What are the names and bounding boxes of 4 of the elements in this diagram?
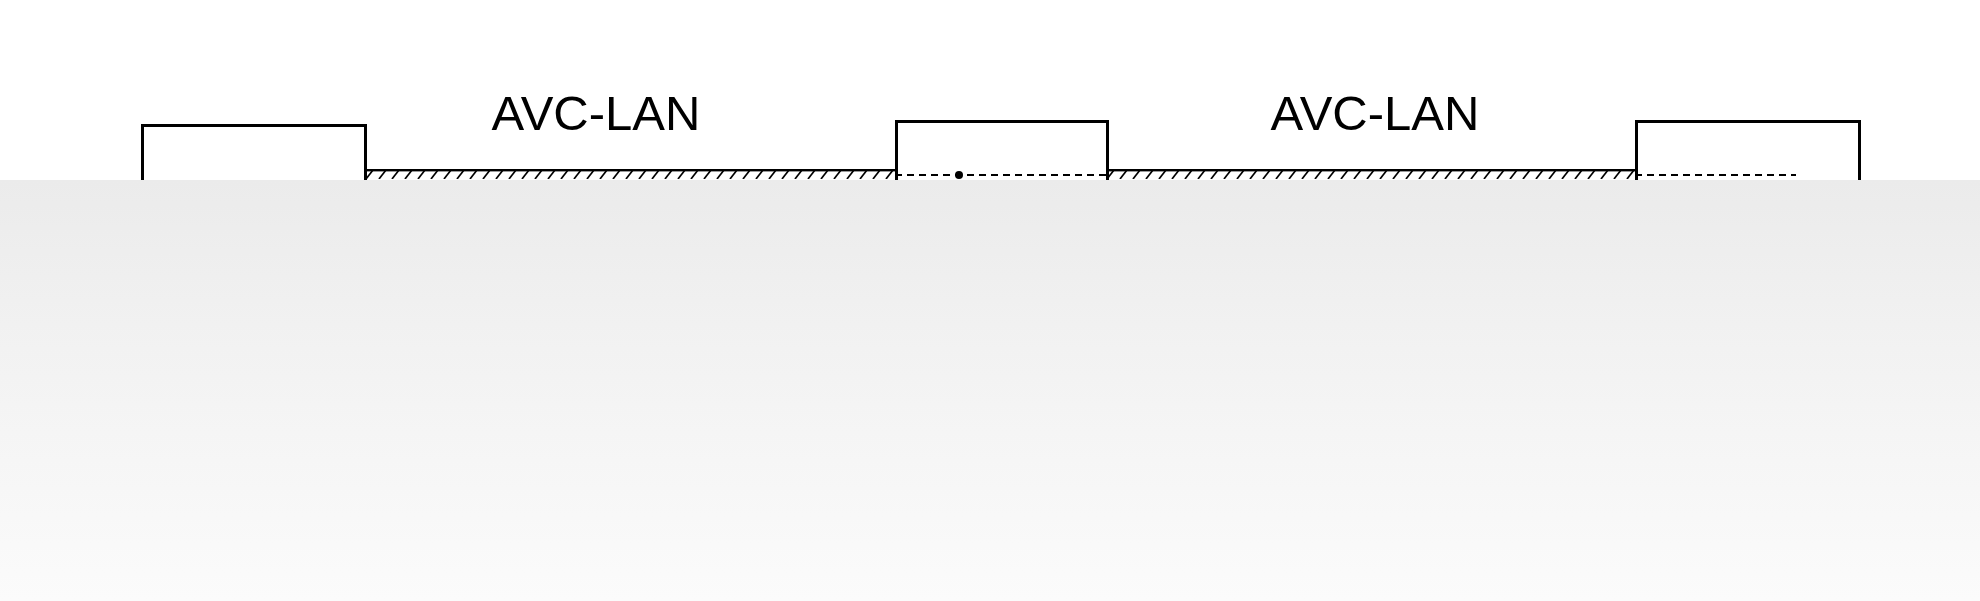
- edge-label: AVC-LAN: [1270, 85, 1480, 141]
- shielded-cable: [367, 169, 895, 179]
- edge-label: AVC-LAN: [491, 85, 701, 141]
- shielded-cable: [1109, 169, 1635, 179]
